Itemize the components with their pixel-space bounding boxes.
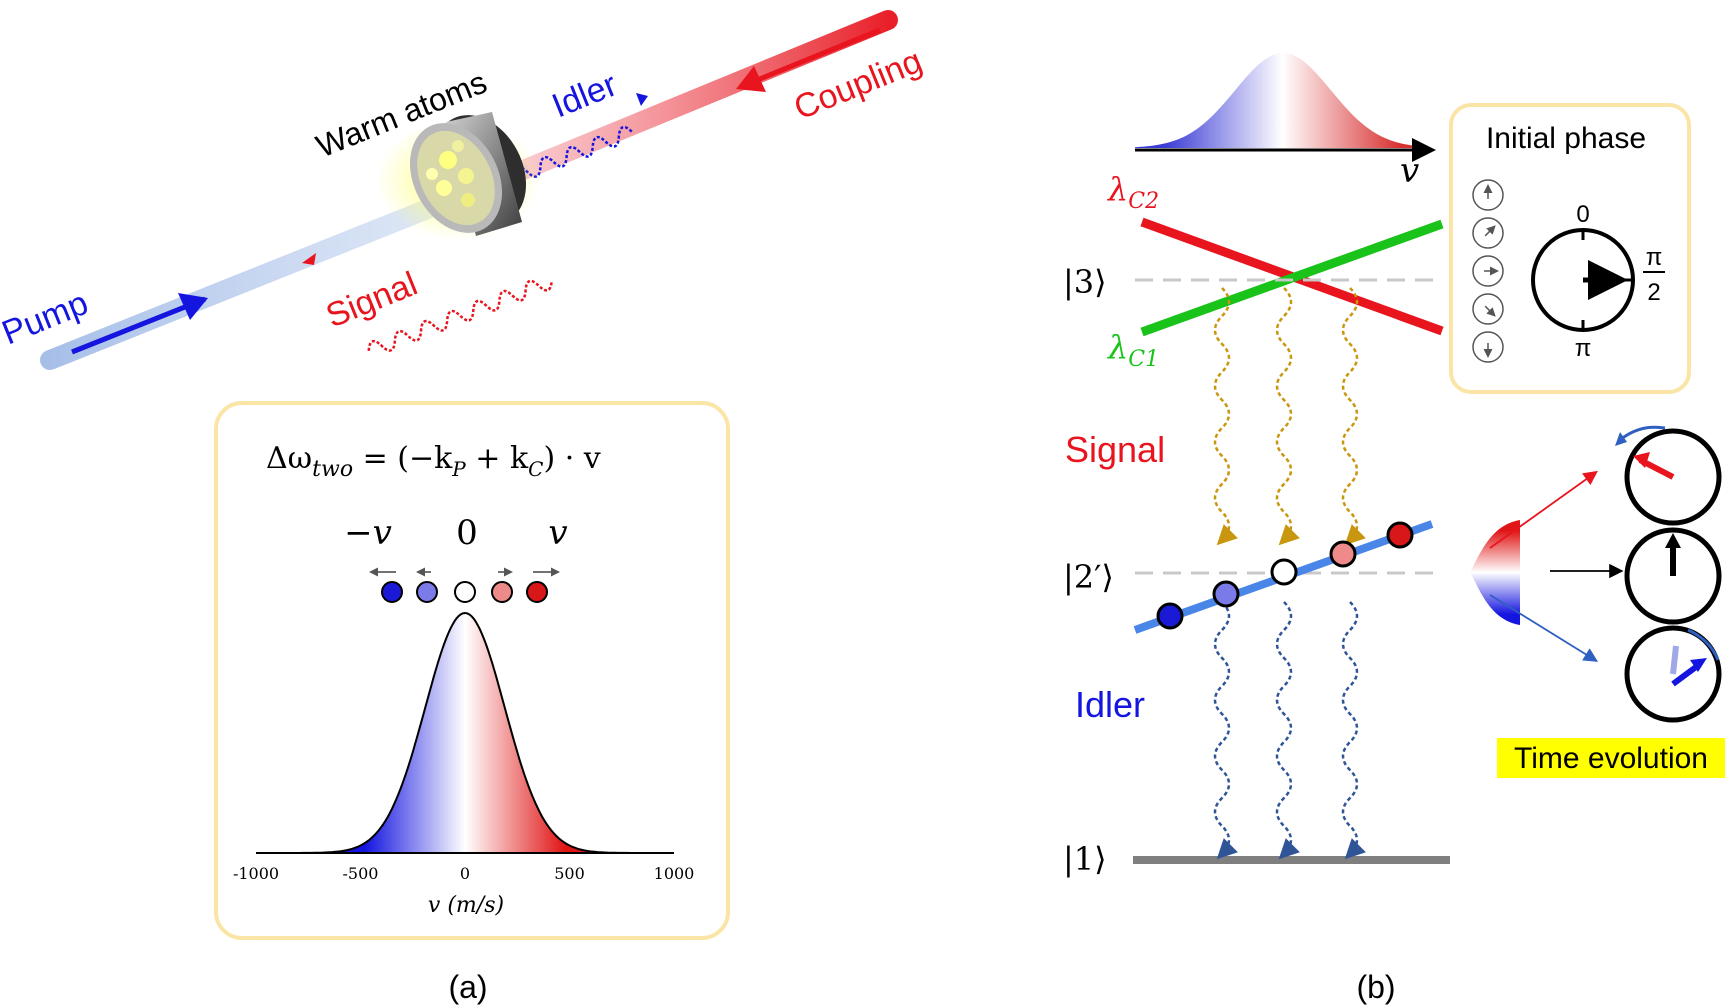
atom-class-marker — [1156, 602, 1184, 630]
idler-wave — [1341, 601, 1366, 860]
atom-marker — [416, 581, 438, 603]
idler-label-b: Idler — [1075, 684, 1145, 725]
coupling-arrowhead — [736, 66, 766, 92]
atom-marker — [454, 581, 476, 603]
signal-label-b: Signal — [1065, 429, 1165, 470]
atom-class-marker — [1212, 580, 1240, 608]
pump-arrowhead — [178, 293, 208, 320]
v-axis-label: v — [1400, 151, 1419, 191]
idler-arrowhead — [636, 93, 648, 106]
level-2-label: |2′⟩ — [1063, 558, 1114, 596]
level-1-label: |1⟩ — [1063, 840, 1107, 878]
pump-arrow — [71, 296, 206, 355]
atom-class-marker — [1270, 558, 1298, 586]
dial-red-rotation-head — [1615, 432, 1627, 446]
atom-class-markers — [1156, 521, 1414, 630]
velocity-label-zero: 0 — [456, 513, 478, 553]
phase-tick-pi-half-num: π — [1646, 244, 1663, 271]
atom-marker — [526, 581, 548, 603]
velocity-gaussian-b — [1135, 53, 1430, 148]
signal-wave — [367, 279, 553, 352]
dial-blue-hand-faint — [1670, 645, 1679, 675]
panel-b: v λC2 λC1 |3⟩ |2′⟩ |1⟩ Signal Idler Init… — [1063, 53, 1725, 1005]
x-tick-label: 0 — [460, 864, 470, 883]
phase-icon-hand — [1484, 225, 1496, 237]
arrow-to-blue-dial — [1489, 594, 1599, 662]
dial-red-head — [1633, 452, 1650, 468]
atom-marker — [491, 581, 513, 603]
signal-wave — [1341, 287, 1366, 546]
dial-blue-rotation — [1687, 628, 1720, 661]
phase-icon-column — [1472, 179, 1504, 363]
frequency-distribution-vertical — [1470, 520, 1520, 625]
idler-wave — [1213, 601, 1238, 860]
idler-transition-waves — [1213, 601, 1366, 860]
panel-a: Pump Coupling Signal Idler Warm atoms Δω… — [0, 10, 927, 1005]
dial-blue-head — [1690, 658, 1707, 672]
idler-wave — [460, 125, 633, 198]
panel-b-label: (b) — [1356, 969, 1395, 1005]
atom-velocity-row — [369, 567, 560, 603]
x-tick-label: 1000 — [654, 864, 695, 883]
atom-marker — [381, 581, 403, 603]
lambda-c1-label: λC1 — [1106, 328, 1159, 372]
signal-wave — [1275, 287, 1300, 546]
initial-phase-title: Initial phase — [1486, 122, 1646, 155]
phase-tick-pi-half-den: 2 — [1647, 279, 1660, 306]
phase-tick-pi: π — [1575, 335, 1592, 362]
coupling-line-c1 — [1140, 219, 1444, 337]
coupling-arrow — [749, 27, 881, 86]
warm-atom-cell — [376, 112, 540, 240]
atom-class-marker — [1386, 521, 1414, 549]
time-evolution-label: Time evolution — [1514, 742, 1708, 775]
time-evolution-highlight — [1497, 738, 1725, 778]
x-tick-label: 500 — [554, 864, 585, 883]
distribution-area — [256, 613, 674, 853]
panel-a-label: (a) — [448, 969, 487, 1005]
atom-class-marker — [1329, 540, 1357, 568]
signal-wave — [1213, 287, 1238, 546]
phase-icon-hand — [1484, 305, 1496, 317]
arrow-to-red-dial — [1489, 470, 1598, 549]
level-3-label: |3⟩ — [1063, 263, 1107, 301]
dial-black-head — [1665, 533, 1681, 548]
x-tick-label: -500 — [343, 864, 379, 883]
chart-xlabel: v (m/s) — [428, 893, 504, 918]
signal-transition-waves — [1213, 287, 1366, 546]
signal-arrowhead — [302, 253, 316, 265]
signal-label-a: Signal — [321, 265, 423, 336]
doppler-equation: Δωtwo = (−kP + kC) · v — [266, 441, 601, 482]
velocity-label-pos: v — [548, 513, 567, 553]
x-tick-label: -1000 — [233, 864, 279, 883]
idler-wave — [1275, 601, 1300, 860]
phase-tick-zero: 0 — [1576, 201, 1589, 228]
velocity-distribution-chart: -1000 -500 0 500 1000 — [233, 611, 695, 883]
idler-label-a: Idler — [547, 65, 623, 125]
lambda-c2-label: λC2 — [1106, 170, 1159, 214]
velocity-label-neg: −v — [344, 513, 392, 553]
